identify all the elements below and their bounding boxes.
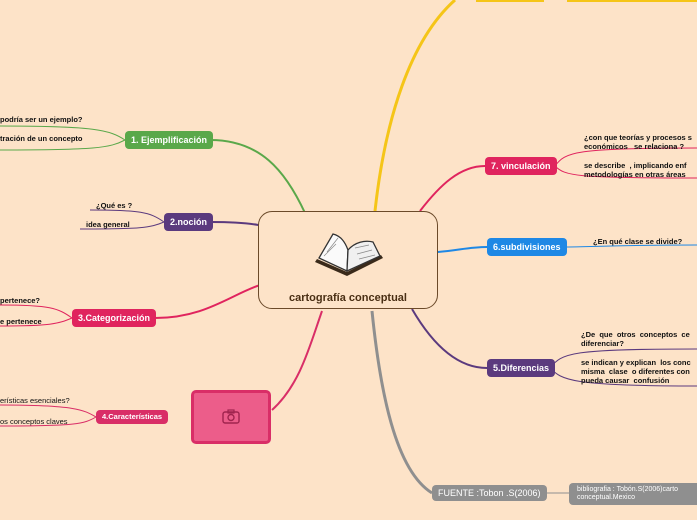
topic-diferencias[interactable]: 5.Diferencias [487,359,556,377]
partial-node-line [476,0,544,2]
subtopic-ejemplificacion-1[interactable]: podría ser un ejemplo? [0,115,83,124]
subtopic-nocion-1[interactable]: ¿Qué es ? [96,201,133,210]
central-topic[interactable]: cartografía conceptual [258,211,438,309]
camera-icon [222,409,240,424]
topic-caracteristicas[interactable]: 4.Características [96,410,169,424]
central-topic-title: cartografía conceptual [289,292,407,304]
subtopic-fuente-bibliografia[interactable]: bibliografia : Tobón.S(2006)carto concep… [569,483,697,505]
subtopic-ejemplificacion-2[interactable]: tración de un concepto [0,134,83,143]
subtopic-categorizacion-2[interactable]: e pertenece [0,317,42,326]
subtopic-categorizacion-1[interactable]: pertenece? [0,296,41,305]
topic-nocion[interactable]: 2.noción [164,213,214,231]
subtopic-nocion-2[interactable]: idea general [86,220,130,229]
topic-vinculacion[interactable]: 7. vinculación [485,157,557,175]
subtopic-caracteristicas-2[interactable]: os conceptos claves [0,417,68,426]
image-placeholder[interactable] [191,390,271,444]
open-book-icon [315,233,383,276]
partial-node-line [567,0,697,2]
subtopic-vinculacion-2[interactable]: se describe , implicando enf metodología… [584,161,687,179]
subtopic-caracteristicas-1[interactable]: erísticas esenciales? [0,396,70,405]
topic-fuente[interactable]: FUENTE :Tobon .S(2006) [432,485,547,501]
subtopic-subdivisiones-1[interactable]: ¿En qué clase se divide? [593,237,683,246]
subtopic-vinculacion-1[interactable]: ¿con que teorías y procesos s económicos… [584,133,692,151]
topic-categorizacion[interactable]: 3.Categorización [72,309,157,327]
subtopic-diferencias-2[interactable]: se indican y explican los conc misma cla… [581,358,691,385]
topic-subdivisiones[interactable]: 6.subdivisiones [487,238,567,256]
subtopic-diferencias-1[interactable]: ¿De que otros conceptos ce diferenciar? [581,330,690,348]
topic-ejemplificacion[interactable]: 1. Ejemplificación [125,131,214,149]
